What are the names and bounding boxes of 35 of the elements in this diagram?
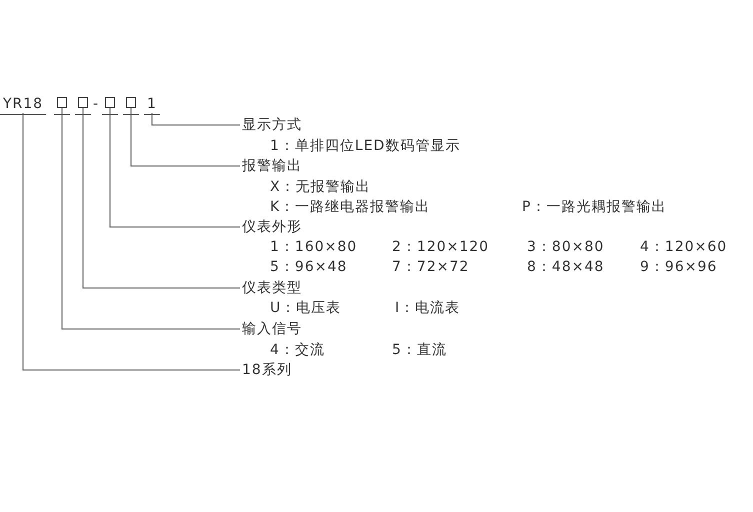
separator-dash: - [93,95,100,113]
category-heading: 报警输出 [242,157,302,175]
model-code: YR18 [3,95,44,113]
category-heading: 18系列 [242,361,292,379]
option-text: 5：直流 [392,341,447,359]
leader-line [62,108,240,330]
option-text: I：电流表 [395,299,460,317]
option-text: X：无报警输出 [270,178,371,196]
option-text: 4：交流 [270,341,325,359]
option-text: 3：80×80 [527,238,604,256]
category-heading: 输入信号 [242,320,302,338]
leader-line [130,108,240,166]
option-text: 2：120×120 [392,238,490,256]
category-heading: 显示方式 [242,116,302,134]
option-text: P：一路光耦报警输出 [522,198,666,216]
category-heading: 仪表类型 [242,279,302,297]
leader-line [110,108,240,228]
option-text: 4：120×60 [640,238,728,256]
option-text: 8：48×48 [527,258,604,276]
code-box [57,97,67,108]
category-heading: 仪表外形 [242,218,302,236]
option-text: 7：72×72 [392,258,470,276]
option-text: U：电压表 [270,299,342,317]
leader-line [22,112,240,370]
option-text: K：一路继电器报警输出 [270,198,430,216]
option-text: 1：单排四位LED数码管显示 [270,137,460,155]
option-text: 9：96×96 [640,258,718,276]
leader-line [151,112,240,126]
code-box [105,97,115,108]
code-box [126,97,136,108]
code-box [78,97,88,108]
model-code: 1 [147,95,157,113]
leader-line [82,108,240,288]
option-text: 5：96×48 [270,258,348,276]
option-text: 1：160×80 [270,238,358,256]
